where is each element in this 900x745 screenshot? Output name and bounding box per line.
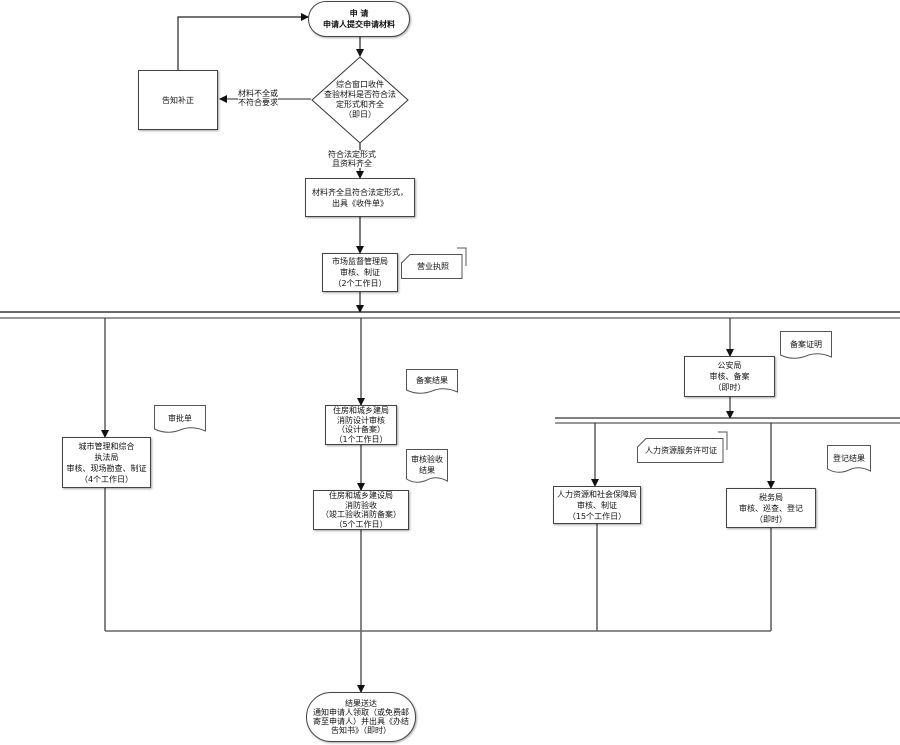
hr-license-text: 人力资源服务许可证 [645,446,717,455]
decision-line: 综合窗口收件 [336,80,384,89]
notify-correction-text: 告知补正 [162,95,194,105]
market-regulation-box: 市场监督管理局 审核、制证 （2个工作日） [322,253,398,292]
start-text: 申请人提交申请材料 [323,20,395,29]
human-resources-box: 人力资源和社会保障局 审核、制证 （15个工作日） [553,486,641,524]
end-line: 结果送达 [345,699,377,708]
receipt-line: 出具《收件单》 [332,198,388,208]
housing1-line: 消防设计审核 [337,415,385,425]
filing-result-doc: 备案结果 [406,369,458,396]
filing-certificate-doc: 备案证明 [780,331,832,361]
hr-line: （15个工作日） [567,511,627,521]
reject-label-line: 材料不全或 [238,89,278,98]
accept-label-line: 且资料齐全 [332,159,372,168]
start-node: 申 请 申请人提交申请材料 [308,1,410,37]
accept-label-line: 符合法定形式 [328,150,376,159]
receipt-box: 材料齐全且符合法定形式， 出具《收件单》 [305,178,415,217]
end-line: 告知书》（即时） [331,726,391,735]
card-shape-icon [401,247,467,279]
document-icon [154,405,206,433]
acceptance-line: 审核验收 [411,455,443,464]
housing2-line: （5个工作日） [334,519,388,529]
market-line: 市场监督管理局 [332,257,388,266]
decision-line: （即日） [344,110,376,119]
reject-condition-label: 材料不全或 不符合要求 [238,89,278,107]
tax-line: （即时） [755,514,787,524]
acceptance-line: 结果 [419,466,435,475]
registration-result-doc: 登记结果 [827,445,871,475]
approval-form-text: 审批单 [168,413,192,423]
decision-text: 综合窗口收件 查验材料是否符合法 定形式和齐全 （即日） [311,80,409,120]
police-line: 审核、备案 [709,372,750,381]
housing2-line: 消防验收 [345,500,377,510]
document-icon [827,445,871,473]
receipt-line: 材料齐全且符合法定形式， [312,187,408,197]
accept-condition-label: 符合法定形式 且资料齐全 [328,150,376,168]
notify-correction-box: 告知补正 [138,70,218,130]
hr-line: 人力资源和社会保障局 [557,489,637,499]
filing-certificate-text: 备案证明 [790,339,822,349]
card-shape-icon [637,431,728,463]
tax-bureau-box: 税务局 审核、巡查、登记 （即时） [726,488,816,528]
approval-form-doc: 审批单 [154,405,206,435]
market-line: （2个工作日） [333,279,387,288]
resubmit-arrow [177,13,309,70]
urban-line: 执法局 [94,452,119,462]
housing-design-review-box: 住房和城乡建局 消防设计审核 （设计备案） （1个工作日） [325,405,397,445]
housing1-line: （1个工作日） [334,434,388,444]
end-line: 通知申请人领取（或免费邮 [313,708,409,717]
registration-result-text: 登记结果 [833,453,865,463]
decision-line: 定形式和齐全 [336,100,384,109]
housing1-line: （设计备案） [337,425,385,434]
business-license-card: 营业执照 [401,247,467,279]
tax-line: 审核、巡查、登记 [739,503,803,513]
hr-line: 审核、制证 [577,500,617,510]
police-line: （即时） [713,383,746,392]
document-icon [780,331,832,359]
end-line: 寄至申请人）并出具《办结 [313,717,409,726]
public-security-box: 公安局 审核、备案 （即时） [684,356,775,397]
tax-line: 税务局 [759,492,783,502]
housing2-line: （竣工验收消防备案） [321,510,401,519]
acceptance-result-doc: 审核验收 结果 [406,449,448,485]
housing-fire-acceptance-box: 住房和城乡建设局 消防验收 （竣工验收消防备案） （5个工作日） [313,490,409,530]
filing-result-text: 备案结果 [416,376,448,385]
market-line: 审核、制证 [340,268,380,277]
reject-label-line: 不符合要求 [238,98,278,107]
document-icon [406,449,448,483]
urban-line: 城市管理和综合 [78,441,135,451]
urban-line: （4个工作日） [79,474,134,484]
business-license-text: 营业执照 [417,262,449,271]
end-node: 结果送达 通知申请人领取（或免费邮 寄至申请人）并出具《办结 告知书》（即时） [306,692,416,742]
urban-management-box: 城市管理和综合 执法局 审核、现场勘查、制证 （4个工作日） [62,437,151,488]
hr-license-card: 人力资源服务许可证 [637,431,728,463]
police-line: 公安局 [717,361,742,370]
decision-node [311,56,409,144]
urban-line: 审核、现场勘查、制证 [66,463,147,473]
acceptance-result-text: 审核验收 结果 [411,454,443,476]
housing1-line: 住房和城乡建局 [333,406,389,415]
decision-line: 查验材料是否符合法 [324,90,396,99]
document-icon [406,369,458,394]
start-title: 申 请 [349,9,369,18]
housing2-line: 住房和城乡建设局 [329,491,393,500]
